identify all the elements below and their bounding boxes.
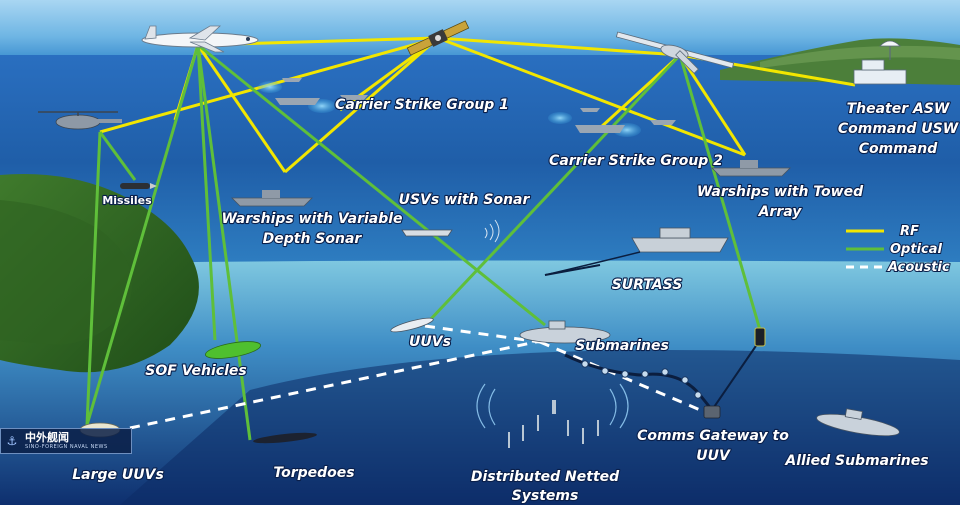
sky: [0, 0, 960, 60]
torpedo-icon: [253, 432, 317, 444]
sensor-node-icon: [567, 420, 569, 436]
label-allied-submarines: Allied Submarines: [784, 453, 928, 469]
label-warships-towed: Warships with Towed: [697, 184, 864, 200]
sof-vehicle-icon: [204, 341, 262, 359]
optical-link: [85, 131, 102, 426]
label-surtass: SURTASS: [612, 277, 683, 293]
warship-icon: [282, 78, 302, 82]
submarine-icon: [816, 408, 900, 437]
warship-icon: [340, 95, 368, 100]
distributed-netted-sensors: [476, 383, 629, 448]
submarine-icon: [519, 320, 611, 344]
optical-link: [196, 44, 252, 441]
helicopter-icon: [38, 111, 122, 130]
comms-gateway-icon: [703, 405, 721, 419]
label-csg2: Carrier Strike Group 2: [549, 153, 723, 169]
label-torpedoes: Torpedoes: [273, 465, 354, 481]
satellite-icon: [406, 20, 470, 56]
logo-en-text: SINO-FOREIGN NAVAL NEWS: [25, 443, 108, 450]
label-large-uuvs: Large UUVs: [72, 467, 164, 483]
acoustic-link: [539, 340, 713, 417]
label-uuvs: UUVs: [409, 334, 451, 350]
label-distributed-netted: Systems: [512, 488, 579, 504]
tether-floats: [581, 360, 702, 399]
ship-logo-icon: ⚓: [6, 434, 18, 448]
warship-icon: [711, 167, 791, 177]
label-csg1: Carrier Strike Group 1: [335, 97, 509, 113]
carrier-strike-group-2-ships: [575, 108, 676, 133]
uav-icon: [615, 31, 735, 74]
rf-link: [196, 44, 287, 173]
optical-link: [196, 44, 217, 341]
optical-link: [197, 43, 546, 327]
buoy-icon: [754, 327, 766, 347]
rf-link: [284, 36, 439, 174]
label-comms-gateway: UUV: [696, 448, 731, 464]
label-theater-asw: Command: [859, 141, 938, 157]
label-usvs-sonar: USVs with Sonar: [399, 192, 531, 208]
legend-label-acoustic: Acoustic: [887, 260, 950, 275]
legend-label-rf: RF: [900, 224, 919, 239]
warship-icon: [650, 120, 676, 125]
label-distributed-netted: Distributed Netted: [471, 469, 620, 485]
label-missiles: Missiles: [102, 194, 152, 207]
rf-link: [437, 36, 746, 157]
optical-link: [678, 54, 762, 331]
sensor-node-icon: [552, 400, 556, 414]
carrier-icon: [275, 98, 320, 105]
acoustic-links: [129, 324, 713, 430]
surtass-ship-icon: [544, 227, 729, 276]
optical-link: [98, 131, 137, 181]
carrier-strike-group-1-ships: [275, 78, 368, 105]
label-comms-gateway: Comms Gateway to: [637, 428, 789, 444]
legend-label-optical: Optical: [890, 242, 943, 257]
label-theater-asw: Command USW: [838, 121, 959, 137]
uuv-icon: [390, 317, 434, 333]
warship-icon: [580, 108, 600, 112]
label-theater-asw: Theater ASW: [847, 101, 950, 117]
legend: RF Optical Acoustic: [846, 223, 951, 276]
optical-links: [85, 43, 762, 441]
optical-link: [85, 44, 200, 426]
rf-link: [678, 54, 747, 156]
sensor-node-icon: [508, 432, 510, 448]
carrier-icon: [575, 125, 625, 133]
rf-link: [437, 36, 681, 57]
watermark-logo: ⚓ 中外舰闻 SINO-FOREIGN NAVAL NEWS: [0, 428, 132, 454]
radar-station-icon: [853, 40, 907, 85]
usv-icon: [401, 229, 453, 237]
sensor-node-icon: [582, 428, 584, 444]
logo-cn-text: 中外舰闻: [25, 430, 69, 444]
label-sof-vehicles: SOF Vehicles: [145, 363, 246, 379]
acoustic-link: [424, 324, 541, 344]
optical-link: [428, 53, 682, 322]
labels: Carrier Strike Group 1 Carrier Strike Gr…: [71, 96, 960, 505]
label-warships-vds: Depth Sonar: [263, 231, 363, 247]
label-warships-towed: Array: [758, 204, 803, 220]
seafloor: [120, 350, 960, 505]
p8-aircraft-icon: [141, 25, 259, 53]
sensor-node-icon: [537, 415, 539, 431]
sensor-node-icon: [597, 420, 599, 436]
sonar-ping: [548, 112, 572, 124]
missile-icon: [120, 183, 157, 189]
sensor-node-icon: [522, 425, 524, 441]
warship-icon: [231, 197, 313, 207]
label-warships-vds: Warships with Variable: [221, 211, 402, 227]
label-submarines: Submarines: [575, 338, 669, 354]
sonar-ping: [258, 81, 282, 93]
